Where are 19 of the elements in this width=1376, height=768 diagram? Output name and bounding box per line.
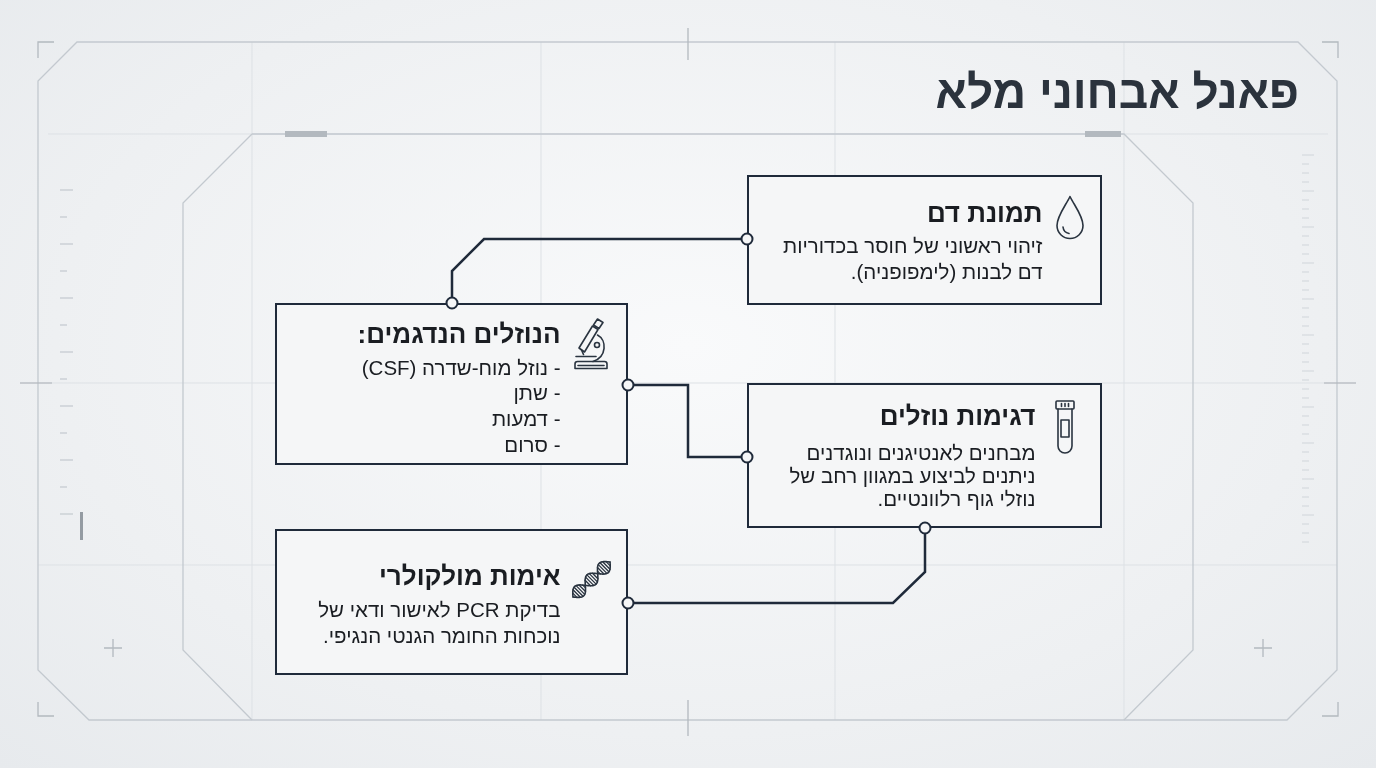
box-text: מבחנים לאנטיגנים ונוגדנים ניתנים לביצוע במגוון רחב של נוזלי גוף רלוונטיים. [788,440,1036,510]
list-item: - סרום [503,431,561,458]
info-box [747,175,1102,305]
info-box [275,303,628,465]
list-item: - דמעות [490,405,561,432]
connector [621,378,754,464]
box-text: זיהוי ראשוני של חוסר בכדוריות דם לבנות (לימפופניה). [782,232,1043,285]
box-heading: הנוזלים הנדגמים: [356,317,561,350]
list-item: - שתן [512,380,561,406]
box-heading: תמונת דם [925,196,1043,229]
info-box [747,383,1102,528]
box-text: בדיקת PCR לאישור ודאי של נוכחות החומר הגנטי הנגיפי. [317,596,561,649]
connector [621,521,932,610]
list-item: - נוזל מוח-שדרה (CSF) [360,354,561,381]
box-heading: דגימות נוזלים [878,399,1036,432]
box-heading: אימות מולקולרי [377,559,561,592]
diagram-title: פאנל אבחוני מלא [935,65,1299,120]
info-box [275,529,628,675]
connector [445,232,754,310]
